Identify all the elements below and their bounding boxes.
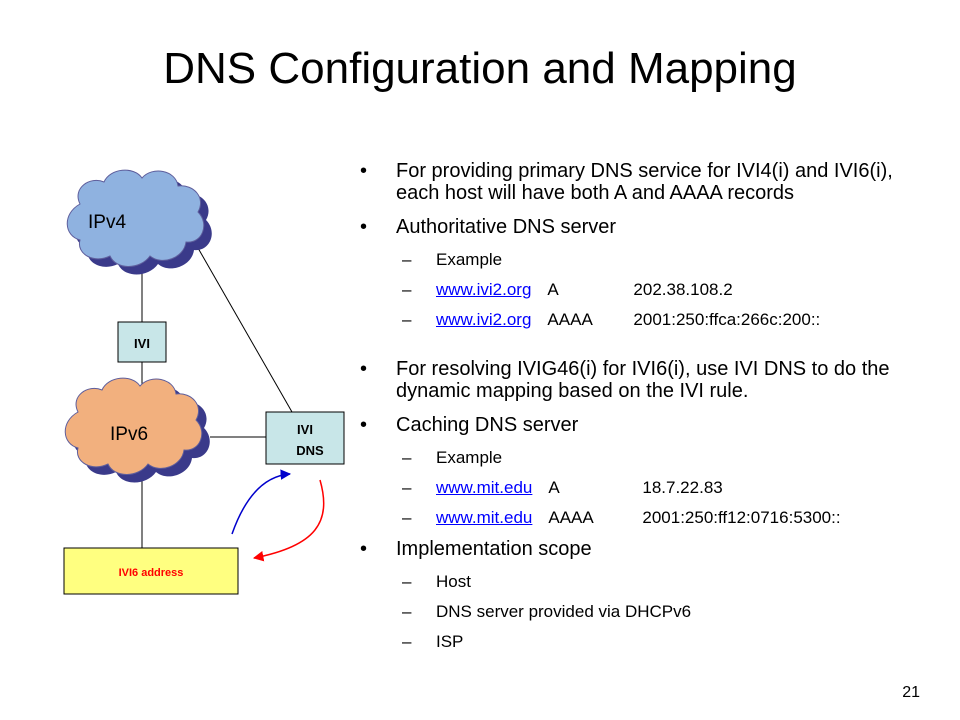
- auth-record-aaaa-value: 2001:250:ffca:266c:200::: [633, 310, 821, 329]
- ipv6-cloud: IPv6: [64, 377, 210, 483]
- scope-item-isp: – ISP: [360, 632, 940, 652]
- cache-record-aaaa: – www.mit.edu AAAA 2001:250:ff12:0716:5300:…: [360, 508, 940, 528]
- ivi-dns-box: IVI DNS: [265, 411, 345, 465]
- ivi-box-label: IVI: [134, 336, 150, 351]
- ivi-box: IVI: [117, 321, 167, 363]
- ivi6-address-box: IVI6 address: [63, 547, 239, 595]
- cache-record-a: – www.mit.edu A 18.7.22.83: [360, 478, 940, 498]
- auth-example-text: Example: [436, 250, 503, 269]
- bullet-implementation-scope: Implementation scope: [360, 538, 940, 560]
- ipv6-label: IPv6: [110, 424, 148, 445]
- spacer: [360, 340, 940, 358]
- dash: –: [402, 448, 412, 467]
- scope-item-dhcpv6: – DNS server provided via DHCPv6: [360, 602, 940, 622]
- bullet-caching-dns: Caching DNS server: [360, 414, 940, 436]
- scope-item-host: – Host: [360, 572, 940, 592]
- ivi6-address-label: IVI6 address: [119, 567, 184, 579]
- content-bullets: For providing primary DNS service for IV…: [360, 160, 940, 662]
- auth-record-a-domain-link[interactable]: www.ivi2.org: [436, 280, 532, 299]
- dash: –: [402, 280, 412, 299]
- cache-record-aaaa-value: 2001:250:ff12:0716:5300::: [642, 508, 841, 527]
- dash: –: [402, 310, 412, 329]
- network-diagram: IPv4 IVI IPv6 IVI DNS IVI6 address: [63, 169, 345, 595]
- cache-record-a-type: A: [548, 478, 560, 497]
- dash: –: [402, 632, 412, 651]
- scope-item-text: Host: [436, 572, 471, 591]
- cache-record-aaaa-type: AAAA: [548, 508, 594, 527]
- dash: –: [402, 250, 412, 269]
- ivi-dns-label-line2: DNS: [296, 443, 324, 458]
- slide-title: DNS Configuration and Mapping: [163, 44, 797, 93]
- cache-record-a-domain-link[interactable]: www.mit.edu: [436, 478, 533, 497]
- dash: –: [402, 508, 412, 527]
- dash: –: [402, 572, 412, 591]
- cache-record-aaaa-domain-link[interactable]: www.mit.edu: [436, 508, 533, 527]
- ipv4-cloud: IPv4: [66, 169, 212, 275]
- auth-record-aaaa-type: AAAA: [547, 310, 593, 329]
- auth-record-a-type: A: [547, 280, 559, 299]
- ipv4-cloud-body: [66, 169, 205, 267]
- ipv6-cloud-body: [64, 377, 203, 475]
- cache-record-a-value: 18.7.22.83: [642, 478, 723, 497]
- cache-example-text: Example: [436, 448, 503, 467]
- auth-example: – Example: [360, 250, 940, 270]
- response-arrow: [252, 479, 325, 562]
- dash: –: [402, 478, 412, 497]
- auth-record-a: – www.ivi2.org A 202.38.108.2: [360, 280, 940, 300]
- bullet-ivi-dns-mapping: For resolving IVIG46(i) for IVI6(i), use…: [360, 358, 940, 402]
- scope-item-text: ISP: [436, 632, 464, 651]
- scope-item-text: DNS server provided via DHCPv6: [436, 602, 692, 621]
- auth-record-aaaa: – www.ivi2.org AAAA 2001:250:ffca:266c:200:…: [360, 310, 940, 330]
- dash: –: [402, 602, 412, 621]
- bullet-dual-records: For providing primary DNS service for IV…: [360, 160, 940, 204]
- auth-record-a-value: 202.38.108.2: [633, 280, 733, 299]
- page-number: 21: [902, 684, 920, 701]
- auth-record-aaaa-domain-link[interactable]: www.ivi2.org: [436, 310, 532, 329]
- cache-example: – Example: [360, 448, 940, 468]
- ipv4-label: IPv4: [88, 212, 126, 233]
- query-arrow: [231, 469, 292, 535]
- ipv4-ivi-dns-link: [197, 247, 293, 413]
- bullet-authoritative-dns: Authoritative DNS server: [360, 216, 940, 238]
- ivi-dns-label-line1: IVI: [297, 422, 313, 437]
